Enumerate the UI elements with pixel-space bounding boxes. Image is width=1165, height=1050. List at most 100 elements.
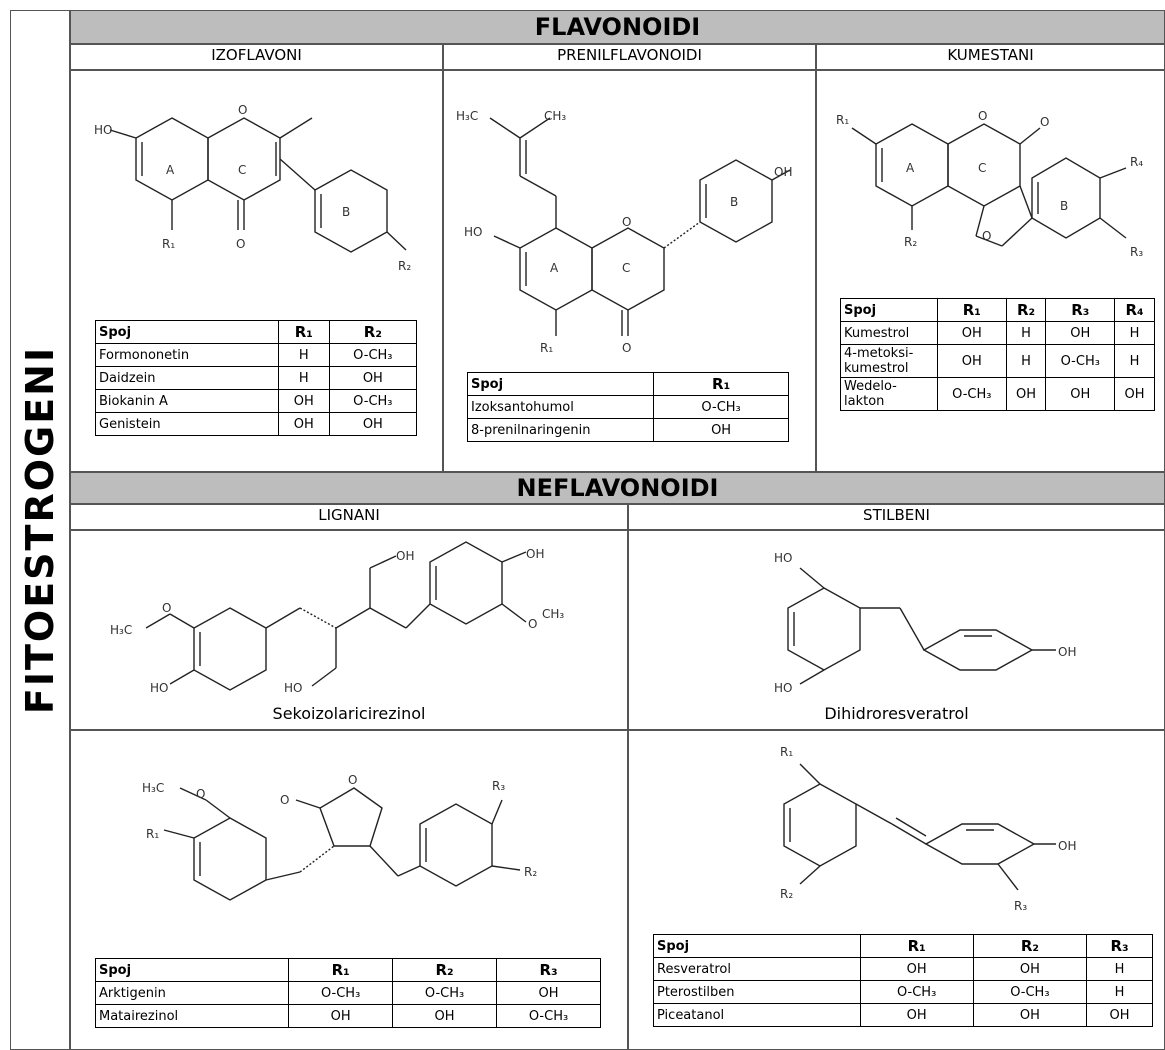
prenil-ch3-label: CH₃ xyxy=(544,109,566,123)
lignani-header: LIGNANI xyxy=(70,504,628,530)
cell: Biokanin A xyxy=(95,389,279,413)
izo-col-spoj: Spoj xyxy=(95,320,279,344)
lig-col-spoj: Spoj xyxy=(94,958,290,982)
sekoizolaricirezinol-caption: Sekoizolaricirezinol xyxy=(272,704,426,723)
lac-ring-right xyxy=(419,803,493,887)
kum-col-spoj: Spoj xyxy=(840,298,938,322)
lac-ring-lactone xyxy=(319,787,383,847)
kum-r3-label: R₃ xyxy=(1130,245,1143,259)
prenil-r1-label: R₁ xyxy=(540,341,553,355)
prenil-ring-b-label: B xyxy=(730,195,738,209)
cell: OH xyxy=(1045,321,1116,345)
seko-oh-right-label: OH xyxy=(526,547,544,561)
dhr-ho-top-label: HO xyxy=(774,551,792,565)
cell: OH xyxy=(328,412,418,436)
kum-r2-label: R₂ xyxy=(904,235,917,249)
lac-h3c-label: H₃C xyxy=(142,781,164,795)
izo-col-r1: R₁ xyxy=(277,320,330,344)
stil-r2-label: R₂ xyxy=(780,887,793,901)
cell: Arktigenin xyxy=(94,981,290,1005)
lac-o-methoxy-label: O xyxy=(196,787,205,801)
cell: O-CH₃ xyxy=(288,981,394,1005)
cell: Pterostilben xyxy=(653,980,861,1004)
cell: Resveratrol xyxy=(653,957,861,981)
lig-col-r3: R₃ xyxy=(496,958,601,982)
kum-r1-label: R₁ xyxy=(836,113,849,127)
prenil-ring-c-label: C xyxy=(622,261,630,275)
lac-o-ring-label: O xyxy=(348,773,357,787)
kum-ring-a-label: A xyxy=(906,161,915,175)
cell: O-CH₃ xyxy=(937,377,1007,411)
cell: Formononetin xyxy=(95,343,279,367)
dihidroresveratrol-structure: HO HO OH xyxy=(774,551,1076,695)
cell: Piceatanol xyxy=(653,1003,861,1027)
seko-h3c-label: H₃C xyxy=(110,623,132,637)
lignani-top-panel xyxy=(70,530,628,730)
cell: Genistein xyxy=(95,412,279,436)
cell: H xyxy=(1005,344,1047,378)
neflavonoidi-header: NEFLAVONOIDI xyxy=(70,472,1165,504)
cell: O-CH₃ xyxy=(392,981,498,1005)
kum-col-r4: R₄ xyxy=(1114,298,1155,322)
cell: Wedelo-lakton xyxy=(840,377,938,411)
izoflavon-structure: HO O O A C B R₁ R₂ xyxy=(94,103,411,273)
kum-col-r2: R₂ xyxy=(1005,298,1047,322)
prenil-oh-label: OH xyxy=(774,165,792,179)
prenil-col-spoj: Spoj xyxy=(466,372,655,396)
cell: H xyxy=(1114,344,1155,378)
stil-oh-label: OH xyxy=(1058,839,1076,853)
cell: OH xyxy=(277,412,330,436)
stil-col-r3: R₃ xyxy=(1086,934,1153,958)
seko-ring-right xyxy=(429,541,503,625)
cell: H xyxy=(277,366,330,390)
ring-a xyxy=(135,117,209,201)
lignan-lactone-structure: H₃C O O O R₁ R₃ R₂ xyxy=(142,773,537,901)
izo-col-r2: R₂ xyxy=(328,320,418,344)
lac-r1-label: R₁ xyxy=(146,827,159,841)
kum-col-r1: R₁ xyxy=(937,298,1007,322)
cell: OH xyxy=(1005,377,1047,411)
cell: H xyxy=(1086,957,1153,981)
cell: 4-metoksi-kumestrol xyxy=(840,344,938,378)
prenilflavonoidi-header: PRENILFLAVONOIDI xyxy=(443,44,816,70)
cell: H xyxy=(277,343,330,367)
izo-r1-label: R₁ xyxy=(162,237,175,251)
lac-r2-label: R₂ xyxy=(524,865,537,879)
cell: Matairezinol xyxy=(94,1004,290,1028)
cell: OH xyxy=(496,981,601,1005)
cell: O-CH₃ xyxy=(328,343,418,367)
cell: OH xyxy=(1086,1003,1153,1027)
kum-ring-c-label: C xyxy=(978,161,986,175)
izoflavoni-header: IZOFLAVONI xyxy=(70,44,443,70)
seko-o-label: O xyxy=(162,601,171,615)
stil-col-r1: R₁ xyxy=(859,934,974,958)
cell: OH xyxy=(937,344,1007,378)
lig-col-r2: R₂ xyxy=(392,958,498,982)
lac-o-keto-label: O xyxy=(280,793,289,807)
prenilflavonoid-structure: H₃C CH₃ HO OH O O A C B R₁ xyxy=(456,109,792,355)
cell: OH xyxy=(937,321,1007,345)
cell: Daidzein xyxy=(95,366,279,390)
cell: OH xyxy=(859,957,974,981)
cell: OH xyxy=(288,1004,394,1028)
prenil-h3c-label: H₃C xyxy=(456,109,478,123)
sekoizolaricirezinol-structure: H₃C O HO HO OH OH O CH₃ xyxy=(110,541,564,695)
izo-ho-label: HO xyxy=(94,123,112,137)
dhr-ho-bottom-label: HO xyxy=(774,681,792,695)
cell: H xyxy=(1114,321,1155,345)
